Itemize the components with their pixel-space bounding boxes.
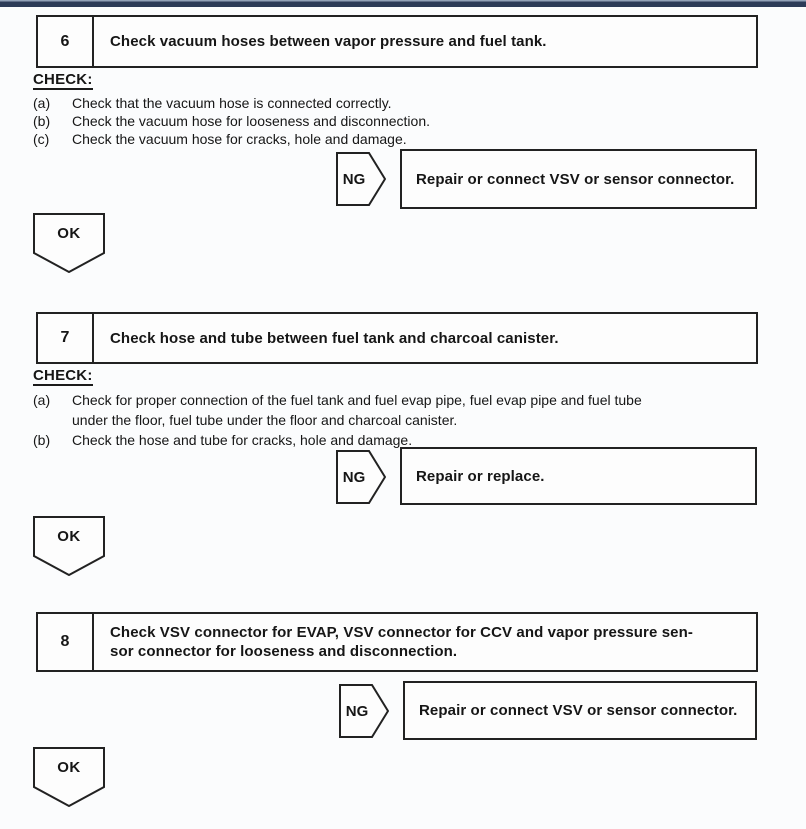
step-8-header-box: 8 Check VSV connector for EVAP, VSV conn… [36,612,758,672]
step-6-ng-action-box: Repair or connect VSV or sensor connecto… [400,149,757,209]
check-item-marker: (a) [33,392,51,408]
ng-action-text: Repair or connect VSV or sensor connecto… [416,170,735,188]
ok-label: OK [57,758,81,776]
ok-pentagon-icon [33,516,105,576]
step-7-header-box: 7 Check hose and tube between fuel tank … [36,312,758,364]
check-item-text: Check the vacuum hose for cracks, hole a… [72,131,407,147]
check-item: (a) Check that the vacuum hose is connec… [33,94,430,112]
step-7-title-line: Check hose and tube between fuel tank an… [110,329,559,347]
ng-pentagon-icon [336,152,386,206]
check-item-text: Check for proper connection of the fuel … [72,392,642,428]
step-6-ng-connector: NG [336,152,386,206]
ng-action-text: Repair or connect VSV or sensor connecto… [419,702,738,719]
ng-label: NG [345,702,369,720]
step-6-header-box: 6 Check vacuum hoses between vapor press… [36,15,758,68]
ok-label: OK [57,224,81,242]
step-6-ok-connector: OK [33,213,105,273]
ok-label: OK [57,527,81,545]
check-item: (b) Check the hose and tube for cracks, … [33,430,657,450]
check-item-marker: (a) [33,95,51,111]
step-8-ng-connector: NG [339,684,389,738]
check-item: (c) Check the vacuum hose for cracks, ho… [33,130,430,148]
ng-label: NG [342,170,366,188]
check-item-text: Check the vacuum hose for looseness and … [72,113,430,129]
step-7-number: 7 [38,314,94,362]
check-heading: CHECK: [33,71,93,90]
step-6-title: Check vacuum hoses between vapor pressur… [94,17,756,66]
check-heading: CHECK: [33,367,93,386]
ok-pentagon-icon [33,213,105,273]
check-item: (a) Check for proper connection of the f… [33,390,657,430]
step-7-check-list: CHECK: (a) Check for proper connection o… [33,367,657,450]
check-item-marker: (b) [33,113,51,129]
ng-pentagon-icon [336,450,386,504]
step-8-title-line-2: sor connector for looseness and disconne… [110,643,458,660]
step-7-ng-action-box: Repair or replace. [400,447,757,505]
check-item-marker: (b) [33,432,51,448]
step-7-ng-connector: NG [336,450,386,504]
step-8-title: Check VSV connector for EVAP, VSV connec… [94,614,756,670]
step-6-number: 6 [38,17,94,66]
step-8-ok-connector: OK [33,747,105,807]
step-8-title-line-1: Check VSV connector for EVAP, VSV connec… [110,624,693,641]
ok-pentagon-icon [33,747,105,807]
step-7-title: Check hose and tube between fuel tank an… [94,314,756,362]
step-8-ng-action-box: Repair or connect VSV or sensor connecto… [403,681,757,740]
check-item: (b) Check the vacuum hose for looseness … [33,112,430,130]
check-item-text: Check that the vacuum hose is connected … [72,95,392,111]
check-item-text: Check the hose and tube for cracks, hole… [72,432,413,448]
check-item-marker: (c) [33,131,50,147]
ng-pentagon-icon [339,684,389,738]
step-8-number: 8 [38,614,94,670]
ng-label: NG [342,468,366,486]
step-7-ok-connector: OK [33,516,105,576]
step-6-title-line: Check vacuum hoses between vapor pressur… [110,33,547,50]
ng-action-text: Repair or replace. [416,467,545,485]
window-top-bar [0,0,806,7]
step-6-check-list: CHECK: (a) Check that the vacuum hose is… [33,71,430,148]
